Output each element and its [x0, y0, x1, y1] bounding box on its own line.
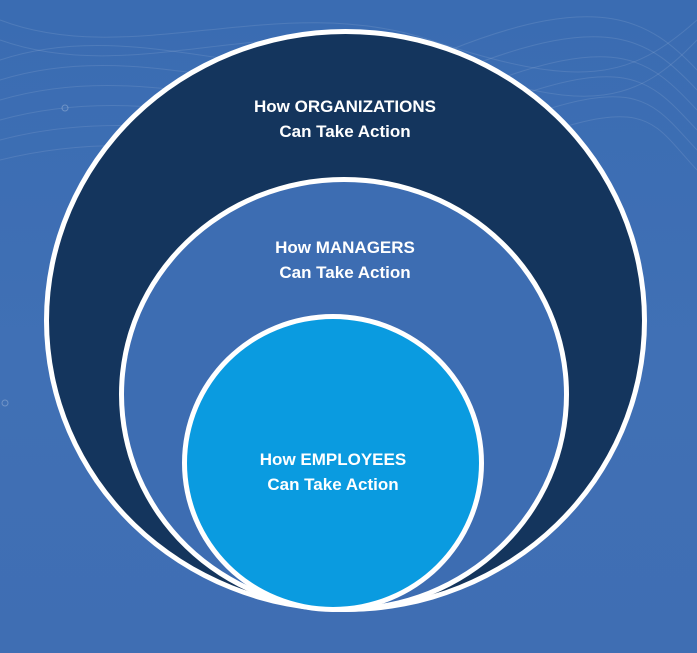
- managers-label: How MANAGERS Can Take Action: [195, 235, 495, 285]
- organizations-label-line2: Can Take Action: [279, 122, 411, 141]
- employees-label: How EMPLOYEES Can Take Action: [183, 447, 483, 497]
- employees-label-line2: Can Take Action: [267, 475, 399, 494]
- employees-circle: [182, 314, 484, 612]
- organizations-label: How ORGANIZATIONS Can Take Action: [195, 94, 495, 144]
- organizations-label-line1: How ORGANIZATIONS: [254, 97, 436, 116]
- employees-label-line1: How EMPLOYEES: [259, 450, 407, 469]
- managers-label-line2: Can Take Action: [279, 263, 411, 282]
- managers-label-line1: How MANAGERS: [275, 238, 415, 257]
